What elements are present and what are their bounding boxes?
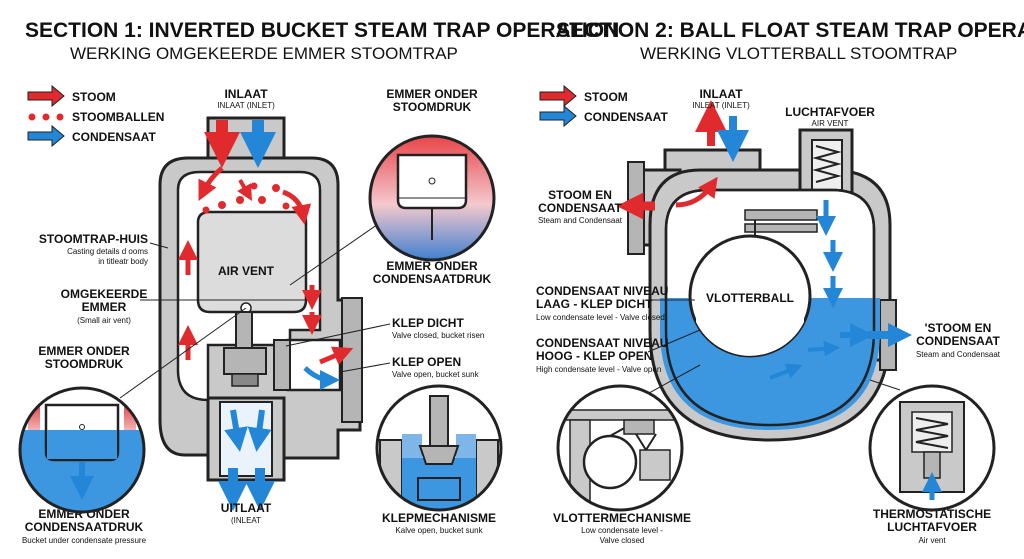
s1-inlet-sub: INLAAT (INLET) — [217, 101, 275, 110]
float-mechanism-label: VLOTTERMECHANISME — [553, 511, 691, 525]
condensate-arrow-icon — [539, 104, 577, 128]
section2-flow-arrows — [616, 100, 912, 380]
detail-bucket-under-steam-top — [368, 134, 496, 262]
air-vent-label: AIR VENT — [218, 264, 275, 278]
high-level-label-2: HOOG - KLEP OPEN — [536, 349, 652, 363]
air-vent-title: LUCHTAFVOER — [785, 105, 875, 119]
bucket-steam-top-1: EMMER ONDER — [386, 87, 478, 101]
section1-subtitle: WERKING OMGEKEERDE EMMER STOOMTRAP — [70, 44, 458, 63]
steam-condensate-left-2: CONDENSAAT — [538, 201, 622, 215]
detail-bucket-under-condensate-bottom — [18, 386, 146, 514]
bucket-condensate-bottom-sub: Bucket under condensate pressure — [22, 536, 147, 545]
steam-condensate-left-sub: Steam and Condensaat — [538, 216, 623, 225]
s2-inlet-sub: INLEAT (INLET) — [692, 101, 750, 110]
thermostatic-vent-sub: Air vent — [918, 536, 946, 545]
bucket-condensate-bottom-2: CONDENSAATDRUK — [25, 520, 144, 534]
steam-condensate-right-sub: Steam and Condensaat — [916, 350, 1001, 359]
steam-arrow-icon — [539, 84, 577, 108]
inverted-bucket-sub: (Small air vent) — [77, 316, 131, 325]
s2-inlet-label: INLAAT — [699, 87, 743, 101]
valve-mechanism-sub: Kalve open, bucket sunk — [395, 526, 483, 535]
housing-sub2: in titleatr body — [98, 257, 148, 266]
legend-steam-label: STOOM — [72, 90, 116, 104]
steam-bubbles — [202, 182, 290, 214]
housing-sub1: Casting details d ooms — [67, 247, 148, 256]
ball-float-trap-body — [627, 128, 897, 442]
valve-mechanism-label: KLEPMECHANISME — [382, 511, 496, 525]
section2-title: SECTION 2: BALL FLOAT STEAM TRAP OPERATI… — [556, 19, 1024, 42]
section2-subtitle: WERKING VLOTTERBALL STOOMTRAP — [640, 44, 957, 63]
float-ball-label: VLOTTERBALL — [706, 291, 794, 305]
low-level-sub: Low condensate level - Valve closed — [536, 313, 665, 322]
low-level-label-1: CONDENSAAT NIVEAU — [536, 284, 668, 298]
legend-condensate-label: CONDENSAAT — [72, 130, 156, 144]
detail-thermostatic-vent — [868, 384, 996, 512]
housing-label: STOOMTRAP-HUIS — [39, 232, 148, 246]
valve-open-label: KLEP OPEN — [392, 355, 461, 369]
section1-title: SECTION 1: INVERTED BUCKET STEAM TRAP OP… — [25, 19, 619, 42]
bucket-steam-left-1: EMMER ONDER — [38, 344, 130, 358]
condensate-arrow-icon — [27, 124, 65, 148]
s1-inlet-label: INLAAT — [224, 87, 268, 101]
thermostatic-vent-2: LUCHTAFVOER — [887, 520, 977, 534]
high-level-label-1: CONDENSAAT NIVEAU — [536, 336, 668, 350]
steam-condensate-left-1: STOOM EN — [548, 188, 612, 202]
bucket-condensate-right-2: CONDENSAATDRUK — [373, 272, 492, 286]
air-vent-sub: AIR VENT — [812, 119, 849, 128]
inverted-bucket-label-2: EMMER — [82, 300, 127, 314]
detail-valve-mechanism — [375, 384, 503, 512]
valve-open-sub: Valve open, bucket sunk — [392, 370, 480, 379]
bucket-condensate-right-1: EMMER ONDER — [386, 259, 478, 273]
legend-steam-bubbles-label: STOOMBALLEN — [72, 110, 164, 124]
s1-outlet-label: UITLAAT — [221, 501, 272, 515]
float-mechanism-sub1: Low condensate level - — [581, 526, 663, 535]
s2-legend-steam-label: STOOM — [584, 90, 628, 104]
steam-condensate-right-1: 'STOOM EN — [925, 321, 992, 335]
section1-legend: STOOM STOOMBALLEN CONDENSAAT — [27, 84, 164, 148]
high-level-sub: High condensate level - Valve open — [536, 365, 661, 374]
bucket-steam-left-2: STOOMDRUK — [45, 357, 124, 371]
thermostatic-vent-1: THERMOSTATISCHE — [873, 507, 991, 521]
low-level-label-2: LAAG - KLEP DICHT — [536, 297, 653, 311]
detail-float-mechanism — [556, 384, 684, 512]
inverted-bucket-label-1: OMGEKEERDE — [61, 287, 148, 301]
section1-flow-arrows — [178, 120, 354, 511]
bucket-condensate-bottom-1: EMMER ONDER — [38, 507, 130, 521]
inverted-bucket-trap-body — [158, 116, 363, 482]
steam-arrow-icon — [27, 84, 65, 108]
valve-closed-label: KLEP DICHT — [392, 316, 464, 330]
steam-bubbles-icon — [28, 113, 64, 121]
s1-outlet-sub: (INLEAT — [231, 516, 261, 525]
section2-legend: STOOM CONDENSAAT — [539, 84, 668, 128]
valve-closed-sub: Valve closed, bucket risen — [392, 331, 484, 340]
steam-condensate-right-2: CONDENSAAT — [916, 334, 1000, 348]
bucket-steam-top-2: STOOMDRUK — [393, 100, 472, 114]
s2-legend-condensate-label: CONDENSAAT — [584, 110, 668, 124]
float-mechanism-sub2: Valve closed — [600, 536, 645, 545]
